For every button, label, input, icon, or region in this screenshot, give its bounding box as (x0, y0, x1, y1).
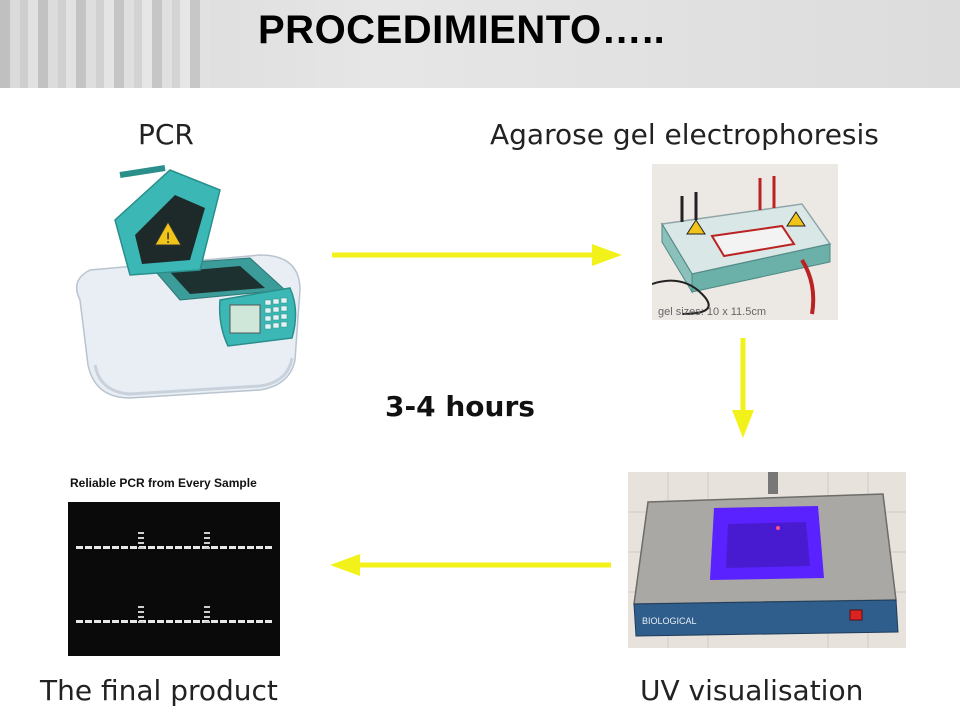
thermal-cycler-icon: ! (75, 165, 301, 399)
gel-band (238, 620, 245, 623)
gel-band (238, 546, 245, 549)
gel-band (103, 620, 110, 623)
gel-band (229, 620, 236, 623)
uv-device-brand: BIOLOGICAL (642, 616, 697, 626)
gel-band (103, 546, 110, 549)
svg-text:!: ! (165, 231, 171, 247)
gel-photo-caption: gel sizes: 10 x 11.5cm (658, 306, 766, 318)
gel-band (130, 620, 137, 623)
ladder-band (204, 547, 210, 549)
gel-band (229, 546, 236, 549)
gel-band (121, 620, 128, 623)
gel-band (247, 546, 254, 549)
gel-band (112, 546, 119, 549)
ladder-band (204, 606, 210, 608)
ladder-band (138, 547, 144, 549)
ladder-band (138, 532, 144, 534)
arrow-gel-to-uv (732, 338, 754, 438)
gel-band (184, 546, 191, 549)
gel-band (157, 620, 164, 623)
gel-tank-icon: gel sizes: 10 x 11.5cm (652, 164, 838, 320)
gel-band (256, 546, 263, 549)
ladder-band (204, 537, 210, 539)
gel-band (193, 620, 200, 623)
step-label-final: The final product (40, 674, 278, 707)
gel-band (85, 546, 92, 549)
gel-band (184, 620, 191, 623)
uv-transilluminator-icon: BIOLOGICAL (628, 472, 906, 648)
arrow-uv-to-final (330, 554, 611, 576)
gel-band (94, 620, 101, 623)
ladder-band (138, 611, 144, 613)
ladder-band (204, 542, 210, 544)
ladder-band (204, 616, 210, 618)
gel-band (175, 546, 182, 549)
ladder-band (138, 616, 144, 618)
step-label-uv: UV visualisation (640, 674, 864, 707)
gel-band (130, 546, 137, 549)
gel-band (247, 620, 254, 623)
slide-header: PROCEDIMIENTO….. (0, 0, 960, 88)
gel-band (94, 546, 101, 549)
duration-label: 3-4 hours (385, 390, 535, 423)
ladder-band (138, 621, 144, 623)
gel-band (157, 546, 164, 549)
ladder-band (204, 611, 210, 613)
gel-band (166, 546, 173, 549)
final-product-photo: Reliable PCR from Every Sample (64, 474, 284, 658)
ladder-band (138, 537, 144, 539)
gel-band (220, 620, 227, 623)
step-label-gel: Agarose gel electrophoresis (490, 118, 879, 151)
gel-band (121, 546, 128, 549)
step-label-pcr: PCR (138, 118, 194, 151)
arrow-pcr-to-gel (332, 244, 622, 266)
gel-band (166, 620, 173, 623)
gel-band (265, 620, 272, 623)
gel-band (256, 620, 263, 623)
slide-title: PROCEDIMIENTO….. (258, 8, 666, 52)
gel-band (76, 546, 83, 549)
gel-band (112, 620, 119, 623)
ladder-band (138, 542, 144, 544)
ladder-band (138, 606, 144, 608)
gel-band (85, 620, 92, 623)
header-decoration (0, 0, 210, 88)
gel-band (193, 546, 200, 549)
gel-band (175, 620, 182, 623)
gel-bands-image (68, 502, 280, 656)
final-photo-caption: Reliable PCR from Every Sample (70, 476, 257, 490)
gel-band (211, 546, 218, 549)
gel-band (148, 546, 155, 549)
ladder-band (204, 621, 210, 623)
ladder-band (204, 532, 210, 534)
gel-band (211, 620, 218, 623)
gel-band (265, 546, 272, 549)
gel-band (220, 546, 227, 549)
gel-band (148, 620, 155, 623)
gel-band (76, 620, 83, 623)
